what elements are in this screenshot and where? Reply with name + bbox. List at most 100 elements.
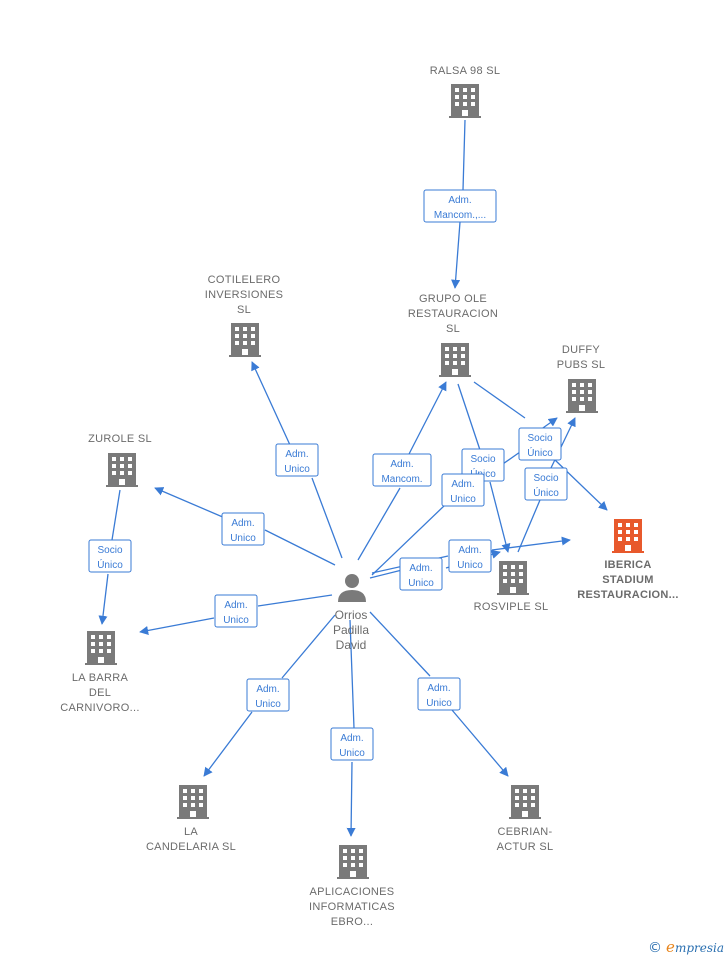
company-label-line: ROSVIPLE SL (474, 601, 549, 613)
relation-badge[interactable]: Adm.Unico (221, 512, 265, 546)
person-icon (338, 574, 366, 602)
person-label-line: David (336, 638, 367, 652)
company-label-line: SL (446, 323, 460, 335)
relation-label-line: Único (97, 558, 123, 571)
brand-logo-text: mpresia (674, 941, 724, 955)
relation-label-line: Adm. (451, 479, 474, 490)
relation-label-line: Socio (470, 454, 495, 465)
relation-badge[interactable]: Adm. Unico (330, 727, 374, 761)
relation-badge[interactable]: Adm. Unico (441, 473, 485, 507)
company-label-line: LA (184, 826, 198, 838)
relation-badge[interactable]: Adm. Unico (448, 539, 492, 573)
building-icon (106, 453, 138, 487)
relation-box (524, 467, 568, 501)
company-node-cebrian[interactable]: CEBRIAN- ACTUR SL (497, 785, 554, 853)
building-icon (337, 845, 369, 879)
nodes-layer: RALSA 98 SL GRUPO OLE RESTAURACION SL COTILE… (60, 65, 678, 928)
edge-rosviple-duffy (517, 418, 575, 553)
company-label-line: LA BARRA (72, 672, 129, 684)
company-label-line: INVERSIONES (205, 289, 284, 301)
relation-badge[interactable]: Adm.Unico (214, 594, 258, 628)
relation-badge[interactable]: Adm.Mancom. (372, 453, 432, 487)
relation-label-line: Unico (457, 560, 483, 571)
company-node-barra[interactable]: LA BARRA DEL CARNIVORO... (60, 631, 139, 714)
relation-label-line: Unico (450, 494, 476, 505)
relation-label-line: Adm. (448, 195, 471, 206)
relation-box (448, 539, 492, 573)
relation-label-line: Adm. (224, 600, 247, 611)
relation-label-line: Único (533, 486, 559, 499)
edge-grupo-rosviple (457, 383, 508, 552)
relation-box (221, 512, 265, 546)
company-node-rosviple[interactable]: ROSVIPLE SL (474, 561, 549, 613)
relation-label-line: Socio (533, 473, 558, 484)
relation-label-line: Unico (255, 699, 281, 710)
company-label-line: COTILELERO (208, 274, 281, 286)
relation-box (330, 727, 374, 761)
company-label-line: RESTAURACION (408, 308, 498, 320)
relation-box (423, 189, 497, 223)
company-node-iberica[interactable]: IBERICASTADIUMRESTAURACION... (577, 519, 678, 601)
relation-box (441, 473, 485, 507)
building-icon (566, 379, 598, 413)
company-node-grupo[interactable]: GRUPO OLE RESTAURACION SL (408, 293, 498, 377)
edge-ralsa-grupo (455, 119, 466, 288)
person-label-line: Padilla (333, 623, 369, 637)
relation-badge[interactable]: Adm.Unico (246, 678, 290, 712)
relation-badge[interactable]: Adm. Mancom.,... (423, 189, 497, 223)
relation-label-line: Socio (97, 545, 122, 556)
building-icon (85, 631, 117, 665)
building-icon (229, 323, 261, 357)
relation-label-line: Adm. (458, 545, 481, 556)
relation-label-line: Adm. (231, 518, 254, 529)
relation-label-line: Adm. (340, 733, 363, 744)
relation-label-line: Mancom.,... (434, 210, 486, 221)
edge-person-zurole (155, 488, 336, 566)
company-label-line: APLICACIONES (310, 886, 395, 898)
relation-badge[interactable]: Adm.Unico (399, 557, 443, 591)
relation-label-line: Adm. (427, 683, 450, 694)
relation-box (417, 677, 461, 711)
company-label-line: ACTUR SL (497, 841, 554, 853)
edge-zurole-barra (102, 489, 121, 624)
company-node-duffy[interactable]: DUFFY PUBS SL (557, 344, 606, 413)
company-label-line: IBERICA (604, 559, 651, 571)
company-label-line: INFORMATICAS (309, 901, 395, 913)
company-label-line: PUBS SL (557, 359, 606, 371)
building-icon (449, 84, 481, 118)
relation-label-line: Unico (408, 578, 434, 589)
company-label-line: DEL (89, 687, 111, 699)
building-icon (439, 343, 471, 377)
company-node-aplicaciones[interactable]: APLICACIONESINFORMATICASEBRO... (309, 845, 395, 928)
company-label-line: ZUROLE SL (88, 433, 152, 445)
company-label-line: GRUPO OLE (419, 293, 487, 305)
building-icon (177, 785, 209, 819)
copyright-icon: © (648, 940, 663, 956)
company-label-line: CEBRIAN- (498, 826, 553, 838)
relation-badge[interactable]: Adm. Unico (417, 677, 461, 711)
relation-box (275, 443, 319, 477)
relation-label-line: Unico (339, 748, 365, 759)
building-icon (509, 785, 541, 819)
relation-label-line: Adm. (390, 459, 413, 470)
relation-label-line: Unico (426, 698, 452, 709)
company-node-ralsa[interactable]: RALSA 98 SL (430, 65, 501, 118)
company-label-line: STADIUM (602, 574, 653, 586)
company-label-line: CARNIVORO... (60, 702, 139, 714)
company-node-zurole[interactable]: ZUROLE SL (88, 433, 152, 487)
relation-label-line: Adm. (285, 449, 308, 460)
building-icon (497, 561, 529, 595)
brand-logo-e: e (666, 938, 675, 956)
relation-badge[interactable]: Adm.Unico (275, 443, 319, 477)
company-label-line: DUFFY (562, 344, 601, 356)
edge-person-candelaria (204, 614, 336, 776)
